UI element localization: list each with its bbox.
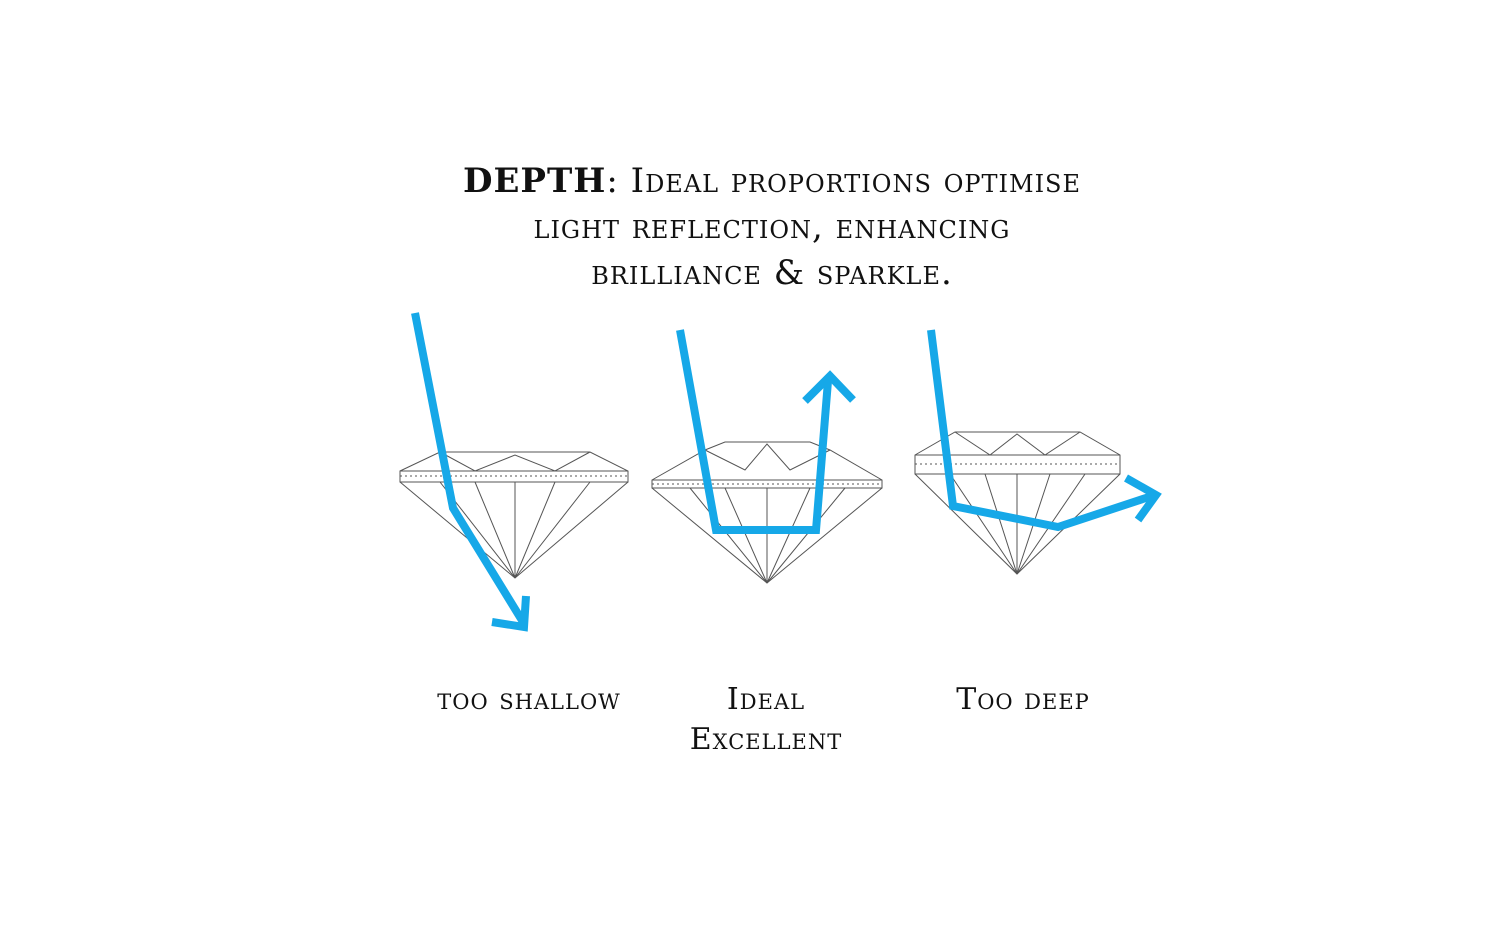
- heading-keyword: DEPTH: [462, 161, 607, 201]
- label-ideal-line-2: Excellent: [689, 722, 843, 757]
- label-deep: Too deep: [918, 680, 1128, 720]
- ray-deep: [927, 329, 1154, 532]
- heading-line-3: brilliance & sparkle.: [591, 253, 953, 293]
- heading-line-1: DEPTH: Ideal proportions optimise: [0, 158, 1500, 204]
- label-shallow-line-1: too shallow: [437, 682, 621, 717]
- arrowhead-shallow: [491, 595, 530, 632]
- ray-ideal: [676, 329, 832, 534]
- ray-shallow: [411, 312, 527, 625]
- diamond-ideal: [651, 441, 883, 584]
- heading-line-1-text: : Ideal proportions optimise: [606, 161, 1082, 201]
- heading: DEPTH: Ideal proportions optimise light …: [0, 158, 1500, 296]
- arrowhead-deep: [1124, 474, 1162, 523]
- label-ideal-line-1: Ideal: [726, 682, 806, 717]
- diamond-deep: [914, 431, 1121, 575]
- label-deep-line-1: Too deep: [956, 682, 1090, 717]
- label-ideal: Ideal Excellent: [655, 680, 877, 760]
- diamond-shallow: [399, 451, 629, 579]
- arrowhead-ideal: [802, 370, 856, 404]
- heading-line-2: light reflection, enhancing: [533, 207, 1011, 247]
- label-shallow: too shallow: [398, 680, 660, 720]
